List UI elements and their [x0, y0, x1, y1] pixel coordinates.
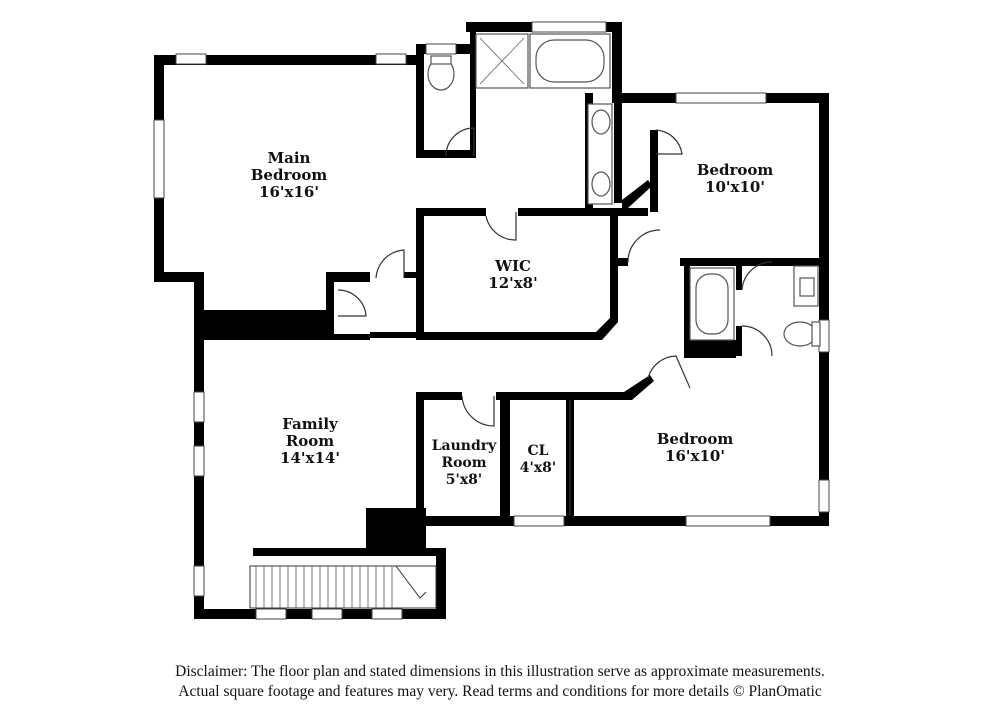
room-wic: WIC 12'x8' — [488, 257, 537, 292]
room-closet-dims: 4'x8' — [520, 460, 556, 476]
disclaimer-text: Disclaimer: The floor plan and stated di… — [0, 662, 1000, 702]
room-laundry-room-name-1: Laundry — [432, 438, 497, 454]
room-bedroom-2: Bedroom 16'x10' — [657, 430, 734, 465]
disclaimer-line-1: Disclaimer: The floor plan and stated di… — [175, 663, 825, 680]
room-bedroom-1-name: Bedroom — [697, 161, 774, 179]
stair-treads — [255, 566, 393, 608]
room-wic-dims: 12'x8' — [488, 274, 537, 292]
windows — [153, 21, 830, 620]
room-bedroom-2-name: Bedroom — [657, 430, 734, 448]
room-laundry-room: Laundry Room 5'x8' — [432, 438, 497, 488]
room-closet-name: CL — [528, 443, 549, 459]
fixtures — [427, 33, 821, 347]
disclaimer-line-2: Actual square footage and features may v… — [178, 683, 822, 700]
room-main-bedroom-dims: 16'x16' — [259, 183, 319, 201]
room-labels: Main Bedroom 16'x16' Bedroom 10'x10' WIC… — [251, 149, 774, 488]
room-closet: CL 4'x8' — [520, 443, 556, 476]
room-family-room-dims: 14'x14' — [280, 449, 340, 467]
room-family-room-name-1: Family — [282, 415, 339, 433]
door-swings — [337, 127, 773, 516]
room-family-room-name-2: Room — [286, 432, 334, 450]
room-main-bedroom: Main Bedroom 16'x16' — [251, 149, 328, 201]
interior-walls — [204, 32, 820, 524]
staircase — [249, 565, 437, 609]
room-laundry-room-dims: 5'x8' — [446, 472, 482, 488]
room-family-room: Family Room 14'x14' — [280, 415, 340, 467]
room-wic-name: WIC — [494, 257, 531, 275]
room-bedroom-1-dims: 10'x10' — [705, 178, 765, 196]
room-main-bedroom-name-1: Main — [268, 149, 311, 167]
room-laundry-room-name-2: Room — [441, 455, 486, 471]
room-bedroom-2-dims: 16'x10' — [665, 447, 725, 465]
room-bedroom-1: Bedroom 10'x10' — [697, 161, 774, 196]
room-main-bedroom-name-2: Bedroom — [251, 166, 328, 184]
stair-arrow — [395, 565, 427, 599]
